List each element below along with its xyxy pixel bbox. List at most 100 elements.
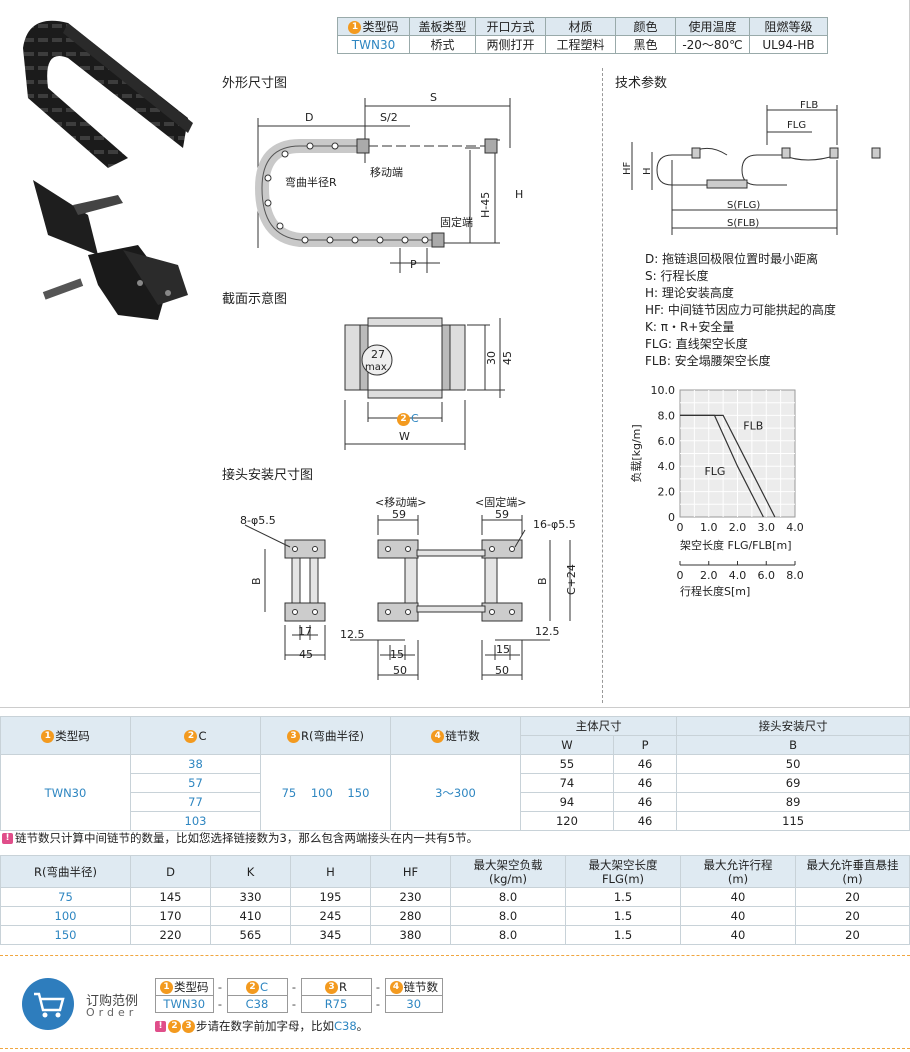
spec-value: 工程塑料: [545, 35, 616, 54]
size-type-cell: TWN30: [0, 754, 131, 831]
size-c-cell: 38: [130, 754, 261, 774]
order-value: C38: [226, 995, 288, 1013]
chart-y-label: 负载[kg/m]: [629, 424, 643, 482]
joint-diagram: 8-φ5.5 16-φ5.5 B B 17 45 <移动端> <固定端> 59 …: [240, 495, 578, 680]
size-note: !链节数只计算中间链节的数量，比如您选择链接数为3，那么包含两端接头在内一共有5…: [2, 830, 478, 846]
param-header: K: [210, 855, 291, 888]
def-item: FLG: 直线架空长度: [645, 337, 748, 351]
num-badge-icon: 1: [41, 729, 55, 743]
size-c-cell: 77: [130, 792, 261, 812]
size-p-cell: 46: [612, 754, 678, 774]
size-w-cell: 74: [520, 773, 614, 793]
chart-x-tick-label: 4.0: [786, 521, 804, 534]
size-w-cell: 55: [520, 754, 614, 774]
label-H: H: [515, 188, 523, 201]
order-value: 30: [384, 995, 443, 1013]
size-c-cell: 103: [130, 811, 261, 831]
label-P: P: [410, 258, 417, 271]
size-b-cell: 69: [676, 773, 910, 793]
order-value-row: TWN30 - C38 - R75 - 30: [155, 995, 443, 1013]
chart-x-tick-label: 3.0: [758, 521, 776, 534]
def-item: FLB: 安全塌腰架空长度: [645, 354, 771, 368]
label-HF: HF: [622, 161, 633, 175]
chart-x2-tick-label: 8.0: [786, 569, 804, 582]
chart-y-tick-label: 10.0: [651, 384, 676, 397]
size-b-cell: 115: [676, 811, 910, 831]
chart-x-tick-label: 0: [677, 521, 684, 534]
size-w-cell: 120: [520, 811, 614, 831]
size-header-joint: 接头安装尺寸: [676, 716, 910, 736]
table-row: 77 94 46 89: [1, 792, 910, 812]
param-header: D: [130, 855, 211, 888]
size-r-cell: 75 100 150: [260, 754, 391, 831]
num-badge-icon: 2: [184, 729, 198, 743]
cart-icon: [22, 978, 74, 1030]
size-links-cell: 3～300: [390, 754, 521, 831]
label-17: 17: [298, 625, 312, 638]
spec-header: 材质: [545, 17, 616, 36]
label-45: 45: [501, 351, 514, 365]
size-b-cell: 89: [676, 792, 910, 812]
order-value: R75: [300, 995, 372, 1013]
num-badge-icon: 1: [348, 21, 362, 34]
order-value: TWN30: [155, 995, 214, 1013]
warning-icon: !: [2, 833, 13, 844]
section-diagram: 27 max. 30 45 W: [344, 317, 514, 450]
chart-lines: [680, 414, 776, 518]
label-12a: 12.5: [340, 628, 365, 641]
param-header: 最大允许行程 (m): [680, 855, 796, 888]
chart-y-tick-label: 4.0: [658, 460, 676, 473]
spec-header: 阻燃等级: [749, 17, 828, 36]
def-item: D: 拖链退回极限位置时最小距离: [645, 252, 819, 266]
def-item: HF: 中间链节因应力可能拱起的高度: [645, 303, 836, 317]
chart-legend-flg: FLG: [704, 465, 725, 478]
spec-value: 黑色: [615, 35, 676, 54]
spec-value: -20～80℃: [675, 35, 750, 54]
label-B2: B: [536, 577, 549, 585]
size-header-b: B: [676, 735, 910, 755]
label-Hh: H: [642, 167, 653, 175]
param-header: R(弯曲半径): [0, 855, 131, 888]
label-45b: 45: [299, 648, 313, 661]
size-w-cell: 94: [520, 792, 614, 812]
size-p-cell: 46: [612, 792, 678, 812]
label-15b: 15: [496, 643, 510, 656]
label-fixed-end: 固定端: [440, 215, 473, 229]
table-row: 103 120 46 115: [1, 811, 910, 831]
spec-header: 开口方式: [475, 17, 546, 36]
spec-value: UL94-HB: [749, 35, 828, 54]
spec-value-type: TWN30: [337, 35, 410, 54]
label-SFLB: S(FLB): [727, 218, 759, 229]
chart-x-tick-label: 1.0: [700, 521, 718, 534]
dashed-divider: [602, 68, 603, 703]
label-fixed-bracket: <固定端>: [475, 495, 526, 509]
num-badge-icon: 4: [389, 981, 403, 994]
label-50a: 50: [393, 664, 407, 677]
label-bend-radius: 弯曲半径R: [285, 175, 337, 189]
label-S2: S/2: [380, 111, 398, 124]
product-photo-bracket: [33, 180, 188, 320]
chart-legend-flb: FLB: [743, 419, 763, 432]
size-header-w: W: [520, 735, 614, 755]
chart-x2-tick-label: 0: [677, 569, 684, 582]
tech-title: 技术参数: [615, 76, 668, 91]
label-W: W: [399, 430, 410, 443]
num-badge-icon: 3: [182, 1020, 195, 1033]
param-header: H: [290, 855, 371, 888]
